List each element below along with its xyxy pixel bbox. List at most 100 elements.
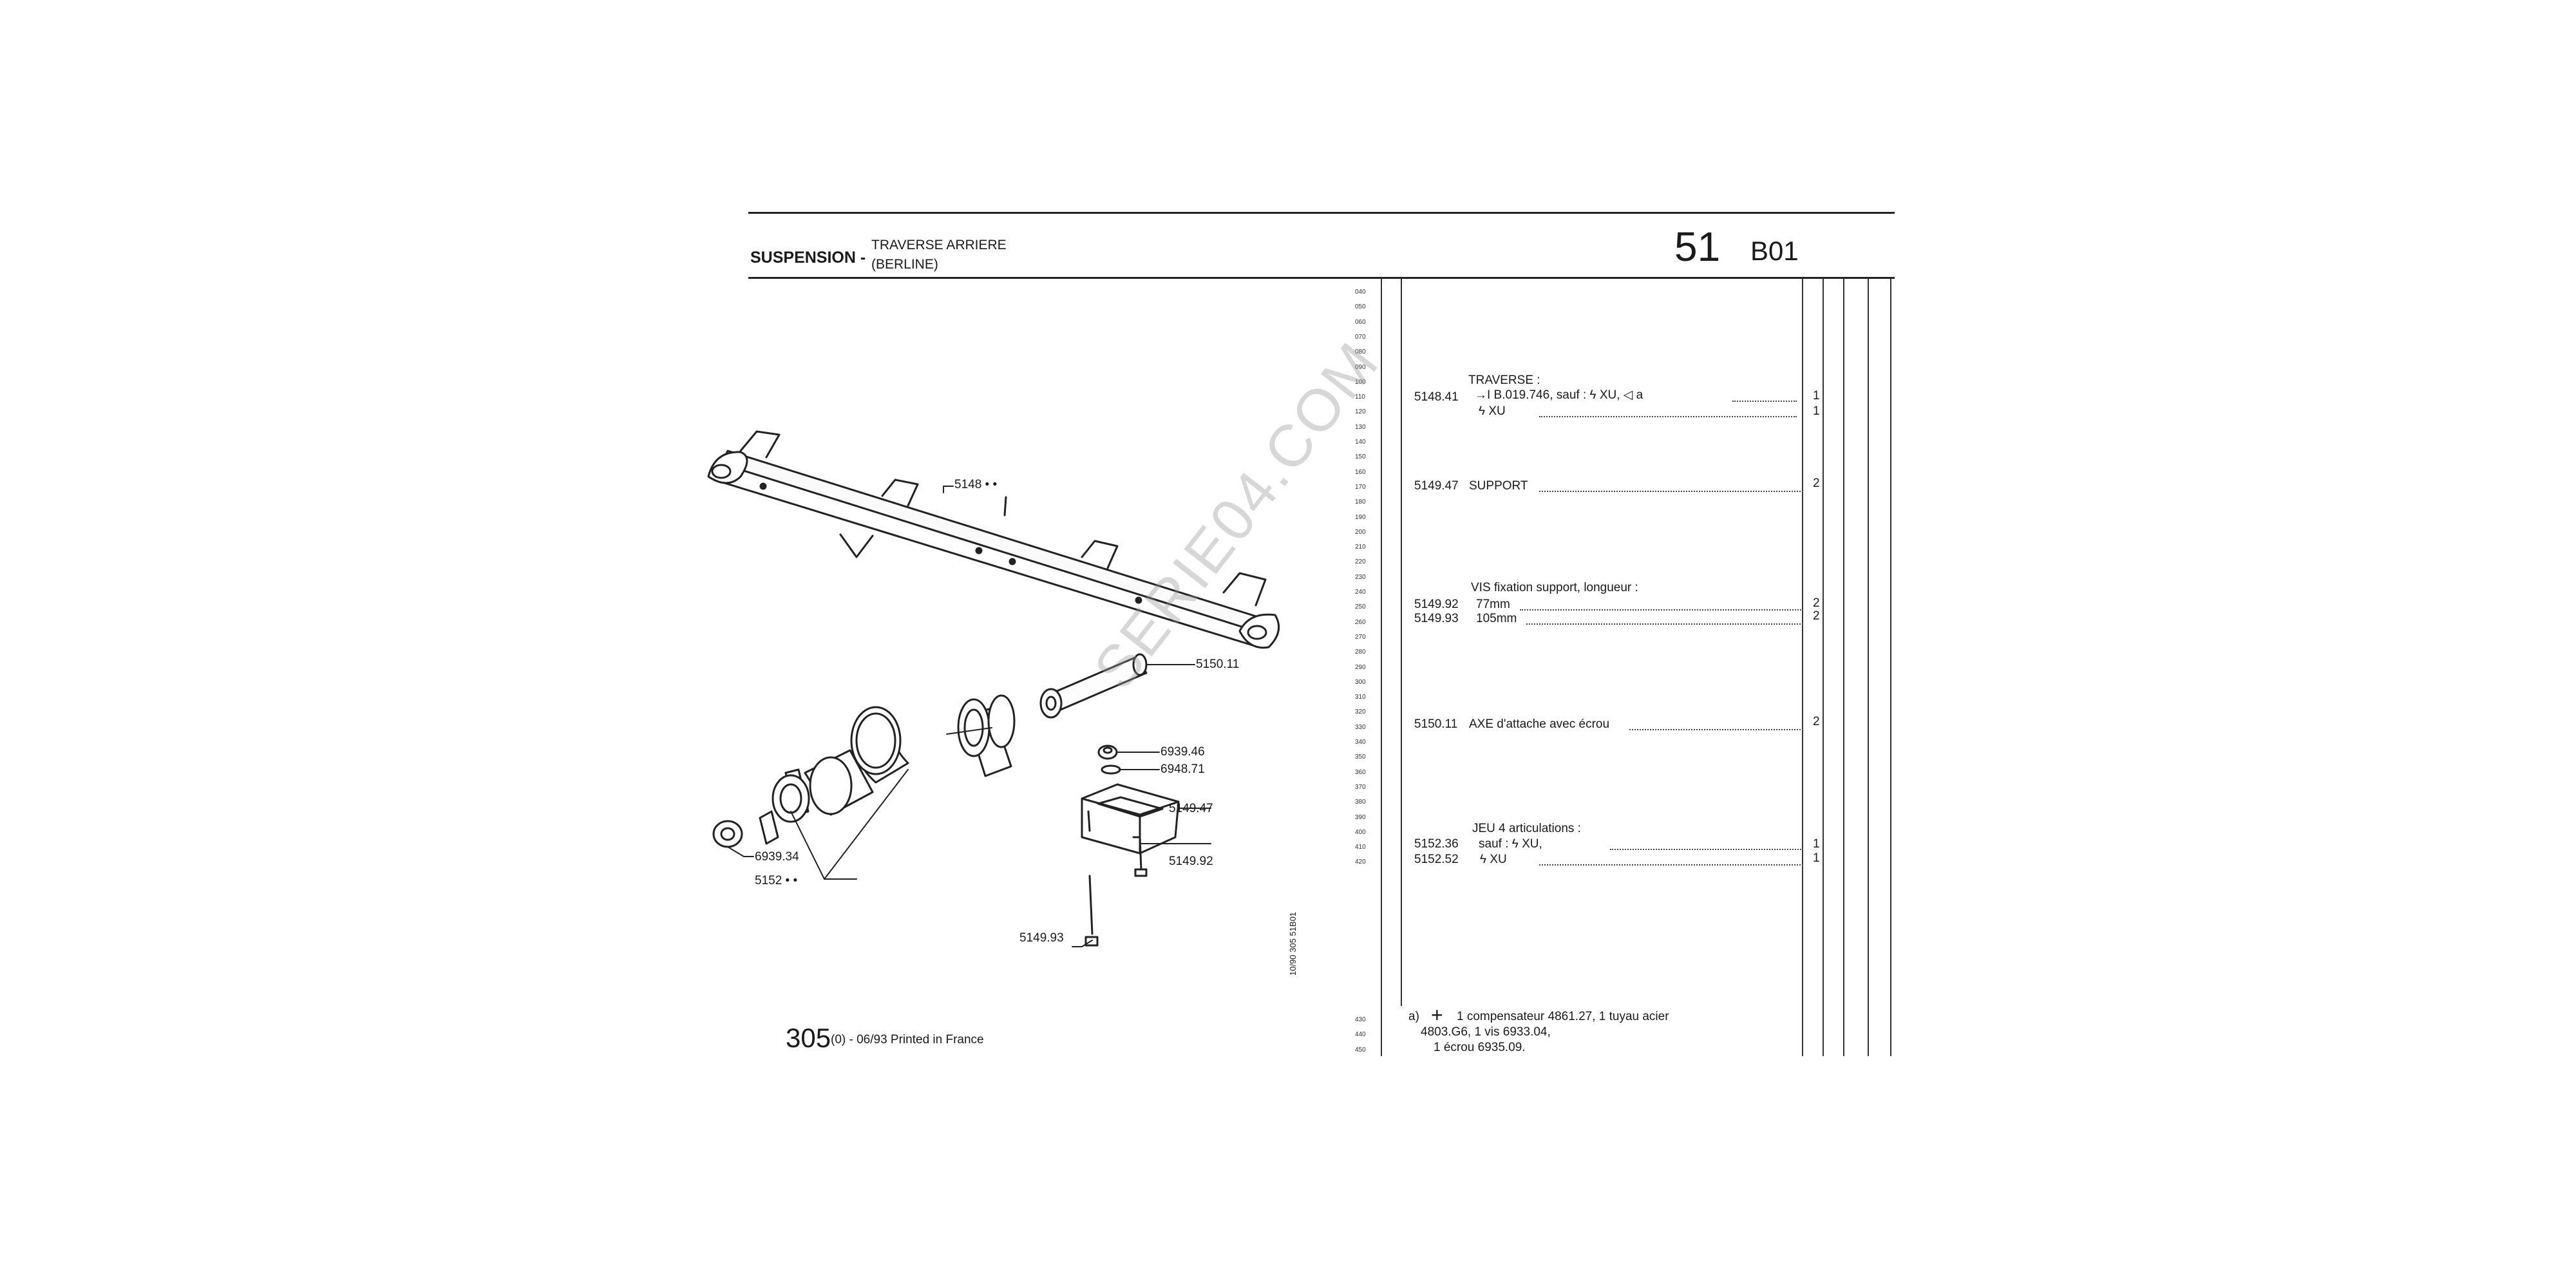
row-number: 150 — [1355, 453, 1366, 461]
traverse-title: TRAVERSE : — [1468, 374, 1540, 387]
vis-dots-1 — [1520, 609, 1803, 611]
traverse-ref: 5148.41 — [1414, 390, 1459, 404]
row-number: 230 — [1355, 573, 1366, 581]
row-number: 440 — [1355, 1031, 1366, 1039]
footnote-line-1: 1 compensateur 4861.27, 1 tuyau acier — [1457, 1010, 1669, 1023]
subtitle-line-2: (BERLINE) — [871, 257, 938, 272]
jeu-title: JEU 4 articulations : — [1472, 822, 1581, 835]
row-number: 350 — [1355, 753, 1366, 761]
traverse-dots-1 — [1732, 401, 1797, 402]
column-line-1 — [1381, 278, 1382, 1056]
row-number: 450 — [1355, 1046, 1366, 1054]
footnote-plus: + — [1431, 1003, 1443, 1027]
header-top-rule — [748, 212, 1895, 214]
parts-diagram — [707, 430, 1280, 947]
traverse-line-1: →I B.019.746, sauf : ϟ XU, ◁ a — [1475, 388, 1643, 402]
vis-ref-2: 5149.93 — [1414, 612, 1459, 625]
row-number: 400 — [1355, 828, 1366, 836]
callout-6939-46: 6939.46 — [1160, 745, 1205, 759]
row-number: 410 — [1355, 844, 1366, 851]
row-number: 070 — [1355, 333, 1366, 341]
row-number: 220 — [1355, 558, 1366, 566]
jeu-ref-1: 5152.36 — [1414, 837, 1459, 851]
support-qty: 2 — [1813, 477, 1820, 490]
axe-ref: 5150.11 — [1414, 717, 1458, 731]
callout-5152: 5152 • • — [755, 874, 798, 887]
jeu-desc-1: sauf : ϟ XU, — [1479, 837, 1542, 851]
row-number: 310 — [1355, 694, 1366, 701]
callout-5149-92: 5149.92 — [1169, 855, 1213, 868]
row-number: 050 — [1355, 303, 1366, 311]
row-number: 200 — [1355, 528, 1366, 536]
column-line-7 — [1890, 278, 1891, 1056]
row-number: 060 — [1355, 318, 1366, 326]
axe-dots — [1629, 729, 1803, 730]
row-number: 210 — [1355, 544, 1366, 551]
footnote-marker: a) — [1408, 1010, 1419, 1023]
bushing-assembly — [712, 694, 1016, 880]
row-number: 390 — [1355, 813, 1366, 821]
column-line-4 — [1823, 278, 1824, 1056]
axe-qty: 2 — [1813, 715, 1820, 728]
support-dots — [1539, 491, 1803, 492]
callout-5150-11: 5150.11 — [1196, 658, 1240, 671]
vis-qty-1: 2 — [1813, 596, 1820, 610]
footer-model: 305 — [786, 1023, 831, 1053]
column-line-2 — [1401, 278, 1402, 1006]
callout-6948-71: 6948.71 — [1160, 762, 1205, 776]
bolts — [1072, 836, 1211, 947]
section-title: SUSPENSION - — [750, 249, 866, 267]
footer-suffix: (0) - 06/93 Printed in France — [831, 1033, 984, 1046]
column-line-6 — [1868, 278, 1869, 1056]
row-number: 260 — [1355, 618, 1366, 626]
row-number: 340 — [1355, 739, 1366, 746]
row-number: 080 — [1355, 348, 1366, 356]
support-ref: 5149.47 — [1414, 479, 1459, 493]
axe-desc: AXE d'attache avec écrou — [1469, 717, 1610, 731]
side-code: 10/90 305 51B01 — [1288, 911, 1298, 976]
vis-title: VIS fixation support, longueur : — [1471, 581, 1638, 594]
group-code: B01 — [1750, 236, 1799, 266]
vis-qty-2: 2 — [1813, 609, 1820, 623]
row-number: 130 — [1355, 423, 1366, 431]
subtitle-line-1: TRAVERSE ARRIERE — [871, 238, 1007, 252]
jeu-ref-2: 5152.52 — [1414, 853, 1459, 866]
row-number: 420 — [1355, 858, 1366, 866]
footnote-line-2: 4803.G6, 1 vis 6933.04, — [1421, 1025, 1551, 1039]
jeu-dots-2 — [1539, 864, 1803, 866]
traverse-beam — [707, 430, 1280, 649]
vis-dots-2 — [1526, 623, 1803, 625]
row-number: 370 — [1355, 783, 1366, 791]
row-number: 100 — [1355, 378, 1366, 386]
row-number: 120 — [1355, 408, 1366, 416]
row-number: 180 — [1355, 498, 1366, 506]
group-number: 51 — [1674, 223, 1721, 270]
row-number: 190 — [1355, 513, 1366, 521]
jeu-dots-1 — [1610, 849, 1803, 850]
traverse-line-2: ϟ XU — [1479, 404, 1506, 418]
vis-desc-2: 105mm — [1476, 612, 1517, 625]
row-number: 270 — [1355, 633, 1366, 641]
row-number: 240 — [1355, 589, 1366, 596]
vis-desc-1: 77mm — [1476, 598, 1510, 611]
row-number: 090 — [1355, 363, 1366, 371]
support-block — [1081, 783, 1211, 855]
row-number: 280 — [1355, 649, 1366, 656]
row-number: 110 — [1355, 393, 1365, 401]
traverse-dots-2 — [1539, 416, 1797, 417]
jeu-desc-2: ϟ XU — [1480, 853, 1507, 866]
vis-ref-1: 5149.92 — [1414, 598, 1459, 611]
header-bottom-rule — [748, 277, 1895, 279]
jeu-qty-2: 1 — [1813, 851, 1820, 865]
nut-and-washer — [1097, 744, 1160, 775]
footnote-line-3: 1 écrou 6935.09. — [1434, 1041, 1526, 1054]
row-number: 160 — [1355, 468, 1366, 476]
row-number: 430 — [1355, 1016, 1366, 1023]
traverse-qty-1: 1 — [1813, 389, 1820, 402]
row-number: 290 — [1355, 663, 1366, 671]
callout-5149-93: 5149.93 — [1019, 931, 1064, 945]
row-number: 360 — [1355, 768, 1366, 776]
support-desc: SUPPORT — [1469, 479, 1528, 493]
callout-5148: 5148 • • — [954, 478, 998, 491]
traverse-qty-2: 1 — [1813, 404, 1820, 418]
